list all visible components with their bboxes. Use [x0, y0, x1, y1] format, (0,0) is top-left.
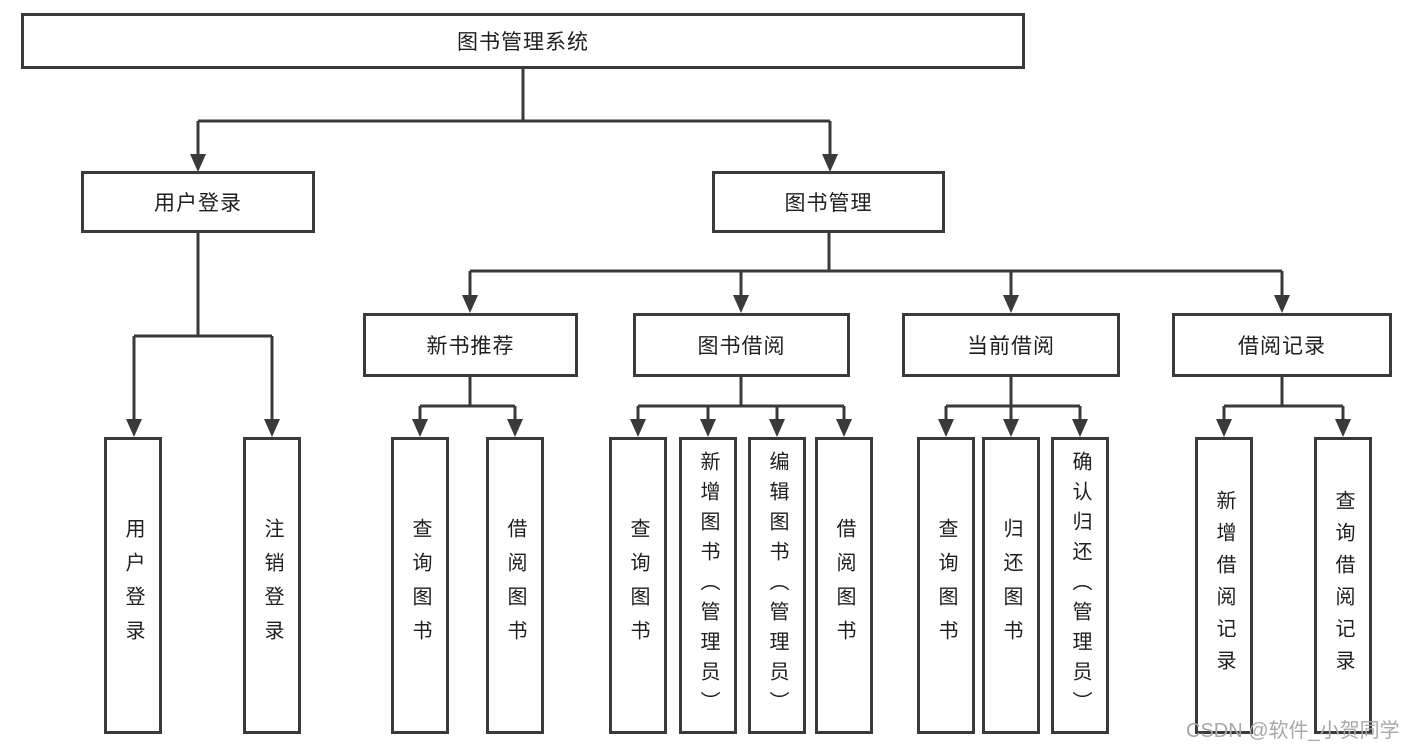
csdn-watermark: CSDN @软件_小贺同学 — [1186, 720, 1400, 742]
connector-new-books-children — [412, 377, 523, 437]
node-root: 图书管理系统 — [21, 13, 1025, 69]
connector-borrow-records-children — [1216, 377, 1351, 437]
leaf-current-query-books-label: 查询图书 — [935, 517, 957, 654]
leaf-borrow-query-books: 查询图书 — [609, 437, 667, 734]
leaf-newbooks-query-books-label: 查询图书 — [409, 517, 431, 654]
leaf-borrow-edit-books-admin: 编辑图书（管理员） — [748, 437, 806, 734]
leaf-current-return-books-label: 归还图书 — [1000, 517, 1022, 654]
node-user-login: 用户登录 — [81, 171, 315, 233]
leaf-borrow-add-books-admin-label: 新增图书（管理员） — [697, 450, 719, 721]
leaf-user-login: 用户登录 — [104, 437, 162, 734]
leaf-records-add-record-label: 新增借阅记录 — [1213, 489, 1235, 682]
connector-user-login-children — [126, 233, 280, 437]
connector-root-to-level2 — [190, 69, 838, 172]
node-book-management: 图书管理 — [712, 171, 945, 233]
leaf-records-query-record: 查询借阅记录 — [1314, 437, 1372, 734]
leaf-logout-label: 注销登录 — [261, 517, 283, 654]
leaf-current-confirm-return-admin: 确认归还（管理员） — [1051, 437, 1109, 734]
leaf-borrow-borrow-books-label: 借阅图书 — [833, 517, 855, 654]
leaf-borrow-borrow-books: 借阅图书 — [815, 437, 873, 734]
connector-book-mgmt-children — [462, 233, 1290, 313]
node-current-borrow: 当前借阅 — [902, 313, 1120, 377]
leaf-newbooks-query-books: 查询图书 — [391, 437, 449, 734]
leaf-user-login-label: 用户登录 — [122, 517, 144, 654]
node-borrow-records: 借阅记录 — [1172, 313, 1392, 377]
leaf-records-add-record: 新增借阅记录 — [1195, 437, 1253, 734]
leaf-borrow-query-books-label: 查询图书 — [627, 517, 649, 654]
leaf-newbooks-borrow-books: 借阅图书 — [486, 437, 544, 734]
connector-current-borrow-children — [938, 377, 1088, 437]
leaf-records-query-record-label: 查询借阅记录 — [1332, 489, 1354, 682]
node-new-book-recommend: 新书推荐 — [363, 313, 578, 377]
connector-book-borrow-children — [630, 377, 852, 437]
leaf-borrow-add-books-admin: 新增图书（管理员） — [679, 437, 737, 734]
leaf-current-return-books: 归还图书 — [982, 437, 1040, 734]
leaf-current-confirm-return-admin-label: 确认归还（管理员） — [1069, 450, 1091, 721]
leaf-current-query-books: 查询图书 — [917, 437, 975, 734]
leaf-newbooks-borrow-books-label: 借阅图书 — [504, 517, 526, 654]
node-book-borrow: 图书借阅 — [633, 313, 850, 377]
leaf-borrow-edit-books-admin-label: 编辑图书（管理员） — [766, 450, 788, 721]
leaf-logout: 注销登录 — [243, 437, 301, 734]
